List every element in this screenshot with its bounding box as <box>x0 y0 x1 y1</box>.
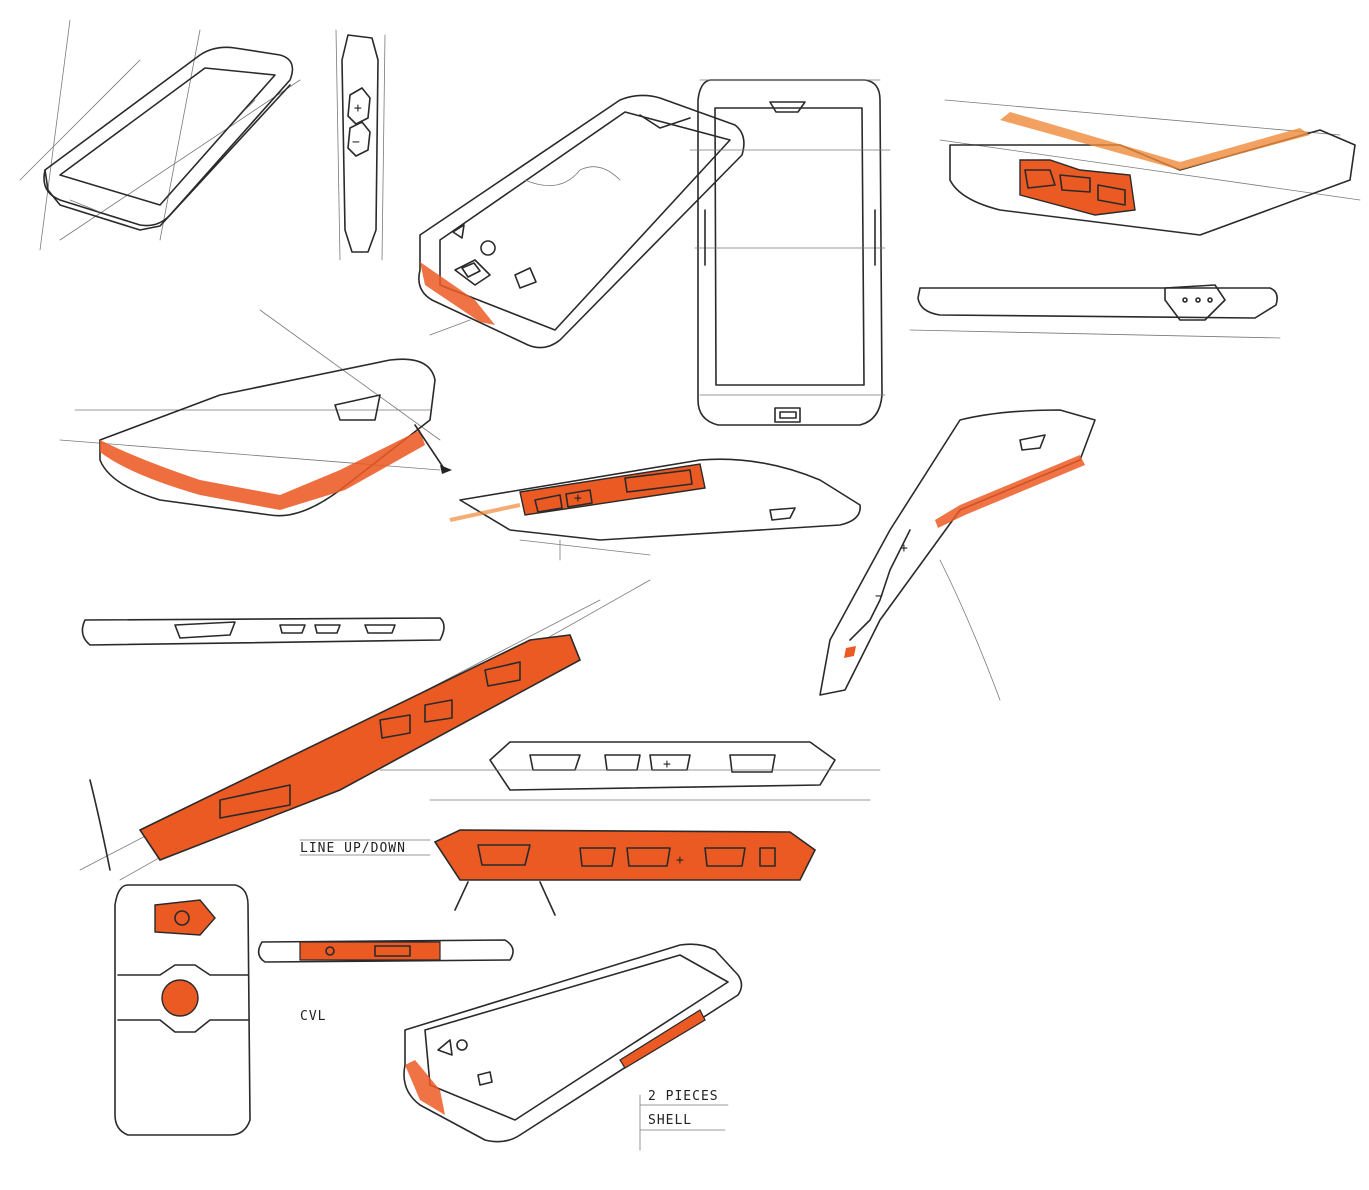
sketch-phone-back <box>114 884 251 1136</box>
orange-edge-band <box>100 430 425 510</box>
orange-side-line <box>935 455 1085 528</box>
plus-glyph: + <box>354 101 363 116</box>
minus-glyph-diag: − <box>875 589 884 604</box>
sketch-port-view-gray: + <box>379 741 881 801</box>
sketch-phone-diagonal-right: + − <box>819 409 1096 701</box>
annotation-shell: SHELL <box>648 1113 692 1128</box>
orange-circle-button <box>161 979 199 1017</box>
orange-bottom-edge <box>420 262 495 325</box>
orange-diagonal-panel <box>138 634 582 861</box>
sketch-phone-iso-bottomright: 2 PIECES SHELL <box>403 943 743 1151</box>
sketch-phone-front <box>689 79 891 426</box>
sketch-phone-iso-topleft <box>19 19 301 251</box>
sketch-phone-side-orange-buttons: + <box>449 458 861 561</box>
sketch-port-view-orange: + LINE UP/DOWN <box>299 829 817 916</box>
minus-glyph: − <box>352 135 361 150</box>
plus-glyph-orange: + <box>676 853 685 868</box>
sketch-phone-corner-orange-edge <box>59 309 452 517</box>
orange-port-panel <box>433 829 817 881</box>
annotation-line-up-down: LINE UP/DOWN <box>300 841 406 856</box>
annotation-2-pieces: 2 PIECES <box>648 1089 719 1104</box>
sketch-phone-topright-orange <box>939 99 1361 236</box>
sketch-side-strip-small: CVL <box>257 939 514 1024</box>
sketch-orange-diagonal-band <box>79 579 651 881</box>
plus-glyph-diag: + <box>900 541 909 556</box>
orange-side-strip <box>299 941 441 961</box>
sketch-side-profile-long <box>909 284 1281 339</box>
sketch-side-profile-left <box>81 617 445 646</box>
orange-camera-module <box>154 899 216 936</box>
orange-side-buttons <box>619 1009 706 1069</box>
annotation-cvl: CVL <box>300 1009 326 1024</box>
orange-button-strip <box>519 463 706 516</box>
sketch-side-profile-tall: + − <box>335 29 386 261</box>
sketch-phone-angled-center <box>418 94 745 349</box>
plus-glyph-port: + <box>663 757 672 772</box>
orange-corner <box>405 1060 445 1115</box>
plus-glyph-center: + <box>574 491 583 506</box>
orange-highlight-stroke <box>1000 112 1310 170</box>
